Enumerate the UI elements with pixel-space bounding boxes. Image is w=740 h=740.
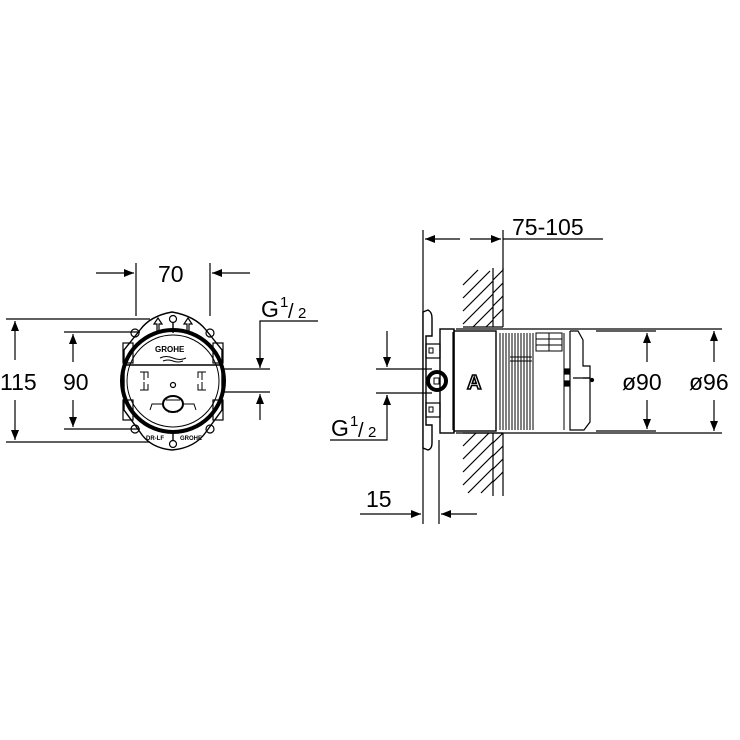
mounting-flange xyxy=(422,309,433,451)
side-tab xyxy=(122,342,134,364)
side-tab xyxy=(212,342,224,364)
end-cap xyxy=(570,330,591,379)
knob xyxy=(162,395,184,413)
inner-diameter-dimension: ø90 xyxy=(622,369,662,395)
height-dimension-90: 90 xyxy=(63,369,89,395)
ribbed-section xyxy=(499,333,534,430)
wall-hatch-top xyxy=(462,268,504,328)
grohe-logo-bottom: GROHE xyxy=(180,436,202,442)
center-hole xyxy=(169,381,177,389)
mounting-plate xyxy=(123,311,223,451)
arrow-up-icon xyxy=(182,316,194,332)
screw-hole xyxy=(205,424,215,434)
outer-diameter-dimension: ø96 xyxy=(689,369,729,395)
screw-hole xyxy=(130,328,140,338)
screw-hole xyxy=(130,424,140,434)
screw-hole xyxy=(168,439,178,449)
body-label-a: A xyxy=(467,372,481,394)
thread-label-side: G xyxy=(331,415,349,441)
thread-fraction-den: 2 xyxy=(298,305,306,322)
wall-hatch-bottom xyxy=(462,432,504,496)
leader-line xyxy=(259,320,318,367)
front-view xyxy=(6,263,318,451)
width-dimension-70: 70 xyxy=(158,261,184,287)
arrow-up-icon xyxy=(152,316,164,332)
offset-dimension-15: 15 xyxy=(366,486,392,512)
screw-hole xyxy=(205,328,215,338)
marking-bottom: DR-LF xyxy=(146,436,164,442)
inner-circle xyxy=(126,334,220,428)
body-section-a xyxy=(453,330,497,432)
thread-label-front: G xyxy=(261,296,279,322)
thread-fraction-num: 1 xyxy=(280,294,288,311)
fraction-slash: / xyxy=(288,301,294,323)
thread-fraction-den: 2 xyxy=(368,424,376,441)
thread-fraction-num: 1 xyxy=(350,413,358,430)
height-dimension-115: 115 xyxy=(0,369,37,395)
pipe-connection xyxy=(426,370,448,392)
leader-line xyxy=(330,395,388,441)
fraction-slash: / xyxy=(358,420,364,442)
grohe-logo-top: GROHE xyxy=(155,345,185,354)
screw-hole xyxy=(168,314,178,324)
side-view xyxy=(330,230,722,524)
wall-depth-dimension: 75-105 xyxy=(512,214,584,240)
